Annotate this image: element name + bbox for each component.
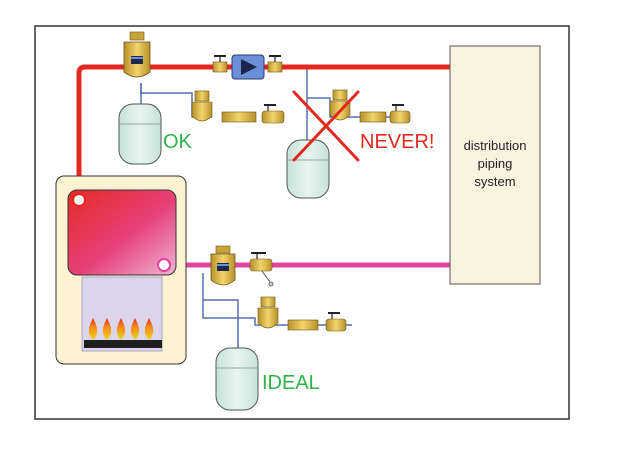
fill-valve-ideal: [257, 296, 347, 332]
distribution-label-line3: system: [474, 174, 515, 189]
ok-label: OK: [163, 131, 193, 153]
heat-exchanger: [67, 189, 177, 276]
never-label: NEVER!: [360, 131, 434, 153]
air-separator-return: [210, 245, 236, 286]
never-cross-mark: [292, 90, 360, 162]
supply-pipe: [76, 64, 454, 200]
boiler: [55, 175, 187, 365]
circulator-pump: [212, 54, 283, 80]
supply-outlet: [72, 193, 86, 207]
air-separator-supply: [123, 31, 151, 78]
expansion-tank-ok: [118, 103, 162, 165]
burner-flames: [88, 318, 154, 340]
ideal-label: IDEAL: [262, 372, 320, 394]
burner-bar: [84, 340, 162, 348]
return-inlet: [157, 258, 171, 272]
combustion-chamber: [81, 276, 163, 352]
distribution-label-line2: piping: [478, 156, 513, 171]
expansion-tank-never: [286, 139, 330, 199]
distribution-label-line1: distribution: [464, 138, 527, 153]
distribution-system-box: distribution piping system: [449, 45, 541, 285]
expansion-tank-ideal: [215, 347, 259, 411]
fill-valve-ok: [191, 90, 285, 124]
return-isolation-valve: [249, 252, 274, 287]
